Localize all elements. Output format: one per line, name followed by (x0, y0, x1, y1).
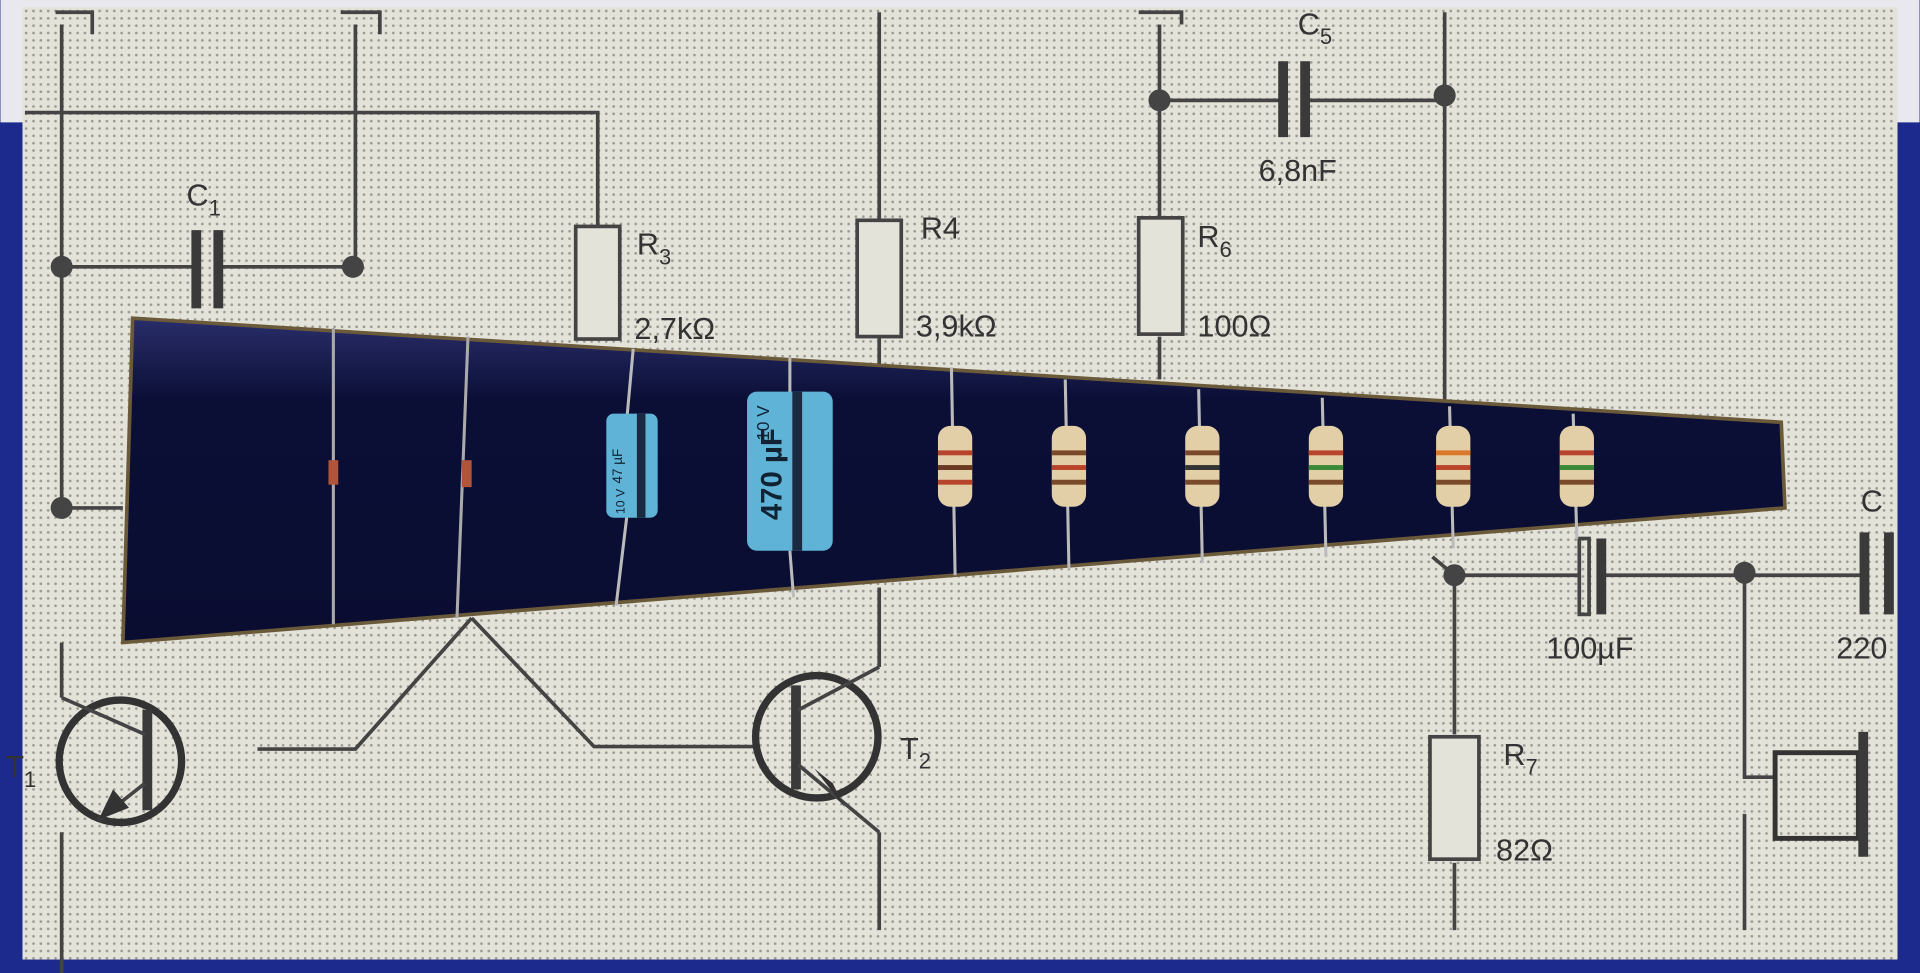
schematic-symbols (50, 61, 1894, 862)
r6-label: R6 (1197, 220, 1231, 262)
r7-label: R7 (1503, 738, 1537, 780)
diode-body (328, 460, 339, 485)
svg-text:10 V: 10 V (753, 405, 773, 441)
c5-value: 6,8nF (1259, 154, 1337, 188)
resistor (1436, 406, 1471, 549)
schematic-labels: C1 R3 2,7kΩ R4 3,9kΩ R6 100Ω C5 6,8nF T1… (5, 7, 1887, 867)
r4-label: R4 (921, 212, 960, 246)
svg-text:47 µF: 47 µF (610, 449, 625, 484)
c1-label: C1 (186, 179, 220, 221)
resistor (937, 367, 973, 576)
output-cap-value: 100µF (1546, 631, 1633, 665)
small-electrolytic-capacitor: 47 µF 10 V (606, 413, 658, 518)
t2-label: T2 (900, 732, 931, 774)
r3-value: 2,7kΩ (634, 312, 715, 346)
schematic-wires (24, 10, 1867, 973)
r7-value: 82Ω (1496, 833, 1553, 867)
svg-text:10 V: 10 V (614, 488, 628, 514)
r4-value: 3,9kΩ (916, 310, 997, 344)
c5-label: C5 (1298, 7, 1332, 49)
r3-label: R3 (637, 228, 671, 270)
resistor (1559, 413, 1594, 539)
resistor (1051, 379, 1087, 570)
c-label: C (1861, 485, 1883, 519)
diode-body (461, 460, 472, 488)
resistor (1308, 397, 1344, 557)
c-value: 220 (1836, 631, 1887, 665)
t1-label: T1 (5, 750, 36, 792)
resistor (1185, 389, 1220, 564)
large-electrolytic-capacitor: 470 µF 10 V (747, 391, 833, 551)
components: 47 µF 10 V 470 µF 10 V (328, 328, 1594, 625)
svg-text:470 µF: 470 µF (755, 428, 788, 520)
r6-value: 100Ω (1197, 310, 1271, 344)
